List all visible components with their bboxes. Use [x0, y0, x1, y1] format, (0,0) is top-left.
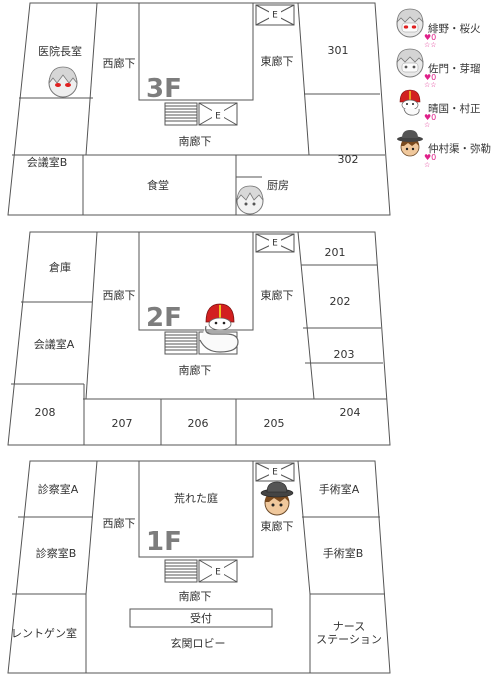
- player-stars: ☆☆: [424, 81, 437, 89]
- room-1f-exam-a[interactable]: 診察室A: [38, 482, 79, 496]
- player-hp: ♥0: [424, 33, 437, 42]
- elevator-2f-east: E: [272, 239, 278, 249]
- elevator-1f-south: E: [215, 568, 221, 578]
- floor-2f-labels: 倉庫 会議室A 西廊下 東廊下 201 202 203 南廊下 208 207 …: [34, 246, 361, 430]
- player-name: 晴国・村正: [428, 103, 481, 115]
- room-1f-surgery-b[interactable]: 手術室B: [323, 546, 364, 560]
- room-2f-201[interactable]: 201: [325, 246, 346, 259]
- player-name: 緋野・桜火: [428, 23, 481, 35]
- corridor-3f-south[interactable]: 南廊下: [179, 134, 212, 148]
- corridor-3f-east[interactable]: 東廊下: [261, 54, 294, 68]
- floor-3f: [7, 2, 391, 216]
- room-1f-garden[interactable]: 荒れた庭: [174, 491, 218, 505]
- room-1f-nurse-station-line2[interactable]: ステーション: [316, 633, 382, 646]
- player-entry[interactable]: 晴国・村正 ♥0 ☆: [396, 88, 500, 129]
- player-hp: ♥0: [424, 73, 437, 82]
- floor-label-3f: 3F: [146, 74, 182, 104]
- room-2f-204[interactable]: 204: [340, 406, 361, 419]
- floor-2f: [7, 231, 391, 446]
- room-1f-xray[interactable]: レントゲン室: [11, 626, 77, 640]
- white-hair-token: [236, 185, 264, 215]
- player-hp: ♥0: [424, 153, 437, 162]
- elevator-3f-south: E: [215, 112, 221, 122]
- floor-3f-elevators: E E: [212, 9, 281, 122]
- player-name: 佐門・芽瑠: [428, 63, 481, 75]
- player-stars: ☆: [424, 121, 431, 129]
- room-1f-reception[interactable]: 受付: [190, 612, 212, 625]
- room-2f-storage[interactable]: 倉庫: [49, 260, 71, 274]
- white-hair-avatar-icon: [396, 48, 424, 78]
- room-3f-302[interactable]: 302: [338, 153, 359, 166]
- room-2f-206[interactable]: 206: [188, 417, 209, 430]
- red-eyed-white-hair-avatar-icon: [396, 8, 424, 38]
- floor-label-1f: 1F: [146, 527, 182, 557]
- room-2f-203[interactable]: 203: [334, 348, 355, 361]
- corridor-1f-south[interactable]: 南廊下: [179, 589, 212, 603]
- room-2f-207[interactable]: 207: [112, 417, 133, 430]
- player-stars: ☆: [424, 161, 431, 169]
- snake-helmet-avatar-icon: [399, 89, 421, 116]
- player-stars: ☆☆: [424, 41, 437, 49]
- hat-brown-hair-avatar-icon: [397, 130, 423, 157]
- snake-helmet-token: [199, 303, 239, 353]
- corridor-3f-west[interactable]: 西廊下: [103, 56, 136, 70]
- hat-brown-hair-token: [260, 481, 294, 516]
- room-3f-301[interactable]: 301: [328, 44, 349, 57]
- player-entry[interactable]: 仲村渠・弥勒 ♥0 ☆: [396, 128, 500, 169]
- player-entry[interactable]: 佐門・芽瑠 ♥0 ☆☆: [396, 48, 500, 89]
- room-3f-cafeteria[interactable]: 食堂: [147, 178, 169, 192]
- room-3f-meeting-b[interactable]: 会議室B: [27, 155, 68, 169]
- floor-3f-labels: 医院長室 会議室B 西廊下 東廊下 301 302 南廊下 食堂 厨房 3F: [27, 44, 359, 192]
- elevator-1f-east: E: [272, 468, 278, 478]
- room-2f-meeting-a[interactable]: 会議室A: [34, 337, 75, 351]
- player-entry[interactable]: 緋野・桜火 ♥0 ☆☆: [396, 8, 500, 49]
- corridor-2f-south[interactable]: 南廊下: [179, 363, 212, 377]
- corridor-2f-east[interactable]: 東廊下: [261, 288, 294, 302]
- room-1f-nurse-station-line1[interactable]: ナース: [333, 620, 365, 633]
- room-2f-205[interactable]: 205: [264, 417, 285, 430]
- room-2f-202[interactable]: 202: [330, 295, 351, 308]
- player-hp: ♥0: [424, 113, 437, 122]
- room-3f-kitchen[interactable]: 厨房: [267, 179, 289, 192]
- red-eyed-white-hair-token: [48, 66, 78, 98]
- floor-1f-elevators: E E: [212, 466, 281, 578]
- corridor-2f-west[interactable]: 西廊下: [103, 288, 136, 302]
- elevator-3f-east: E: [272, 11, 278, 21]
- room-1f-surgery-a[interactable]: 手術室A: [319, 482, 360, 496]
- room-2f-208[interactable]: 208: [35, 406, 56, 419]
- room-3f-directors-office[interactable]: 医院長室: [38, 44, 82, 58]
- corridor-1f-west[interactable]: 西廊下: [103, 516, 136, 530]
- corridor-1f-east[interactable]: 東廊下: [261, 519, 294, 533]
- room-1f-entrance-lobby[interactable]: 玄関ロビー: [171, 636, 226, 650]
- floor-1f-labels: 診察室A 診察室B 西廊下 荒れた庭 東廊下 手術室A 手術室B 南廊下 受付 …: [11, 482, 382, 650]
- player-name: 仲村渠・弥勒: [428, 143, 491, 155]
- floor-2f-elevators: E: [269, 237, 281, 249]
- room-1f-exam-b[interactable]: 診察室B: [36, 546, 77, 560]
- floor-label-2f: 2F: [146, 303, 182, 333]
- floor-1f: [7, 460, 391, 674]
- player-legend: 緋野・桜火 ♥0 ☆☆ 佐門・芽瑠 ♥0 ☆☆ 晴国・村正 ♥0 ☆: [396, 8, 500, 169]
